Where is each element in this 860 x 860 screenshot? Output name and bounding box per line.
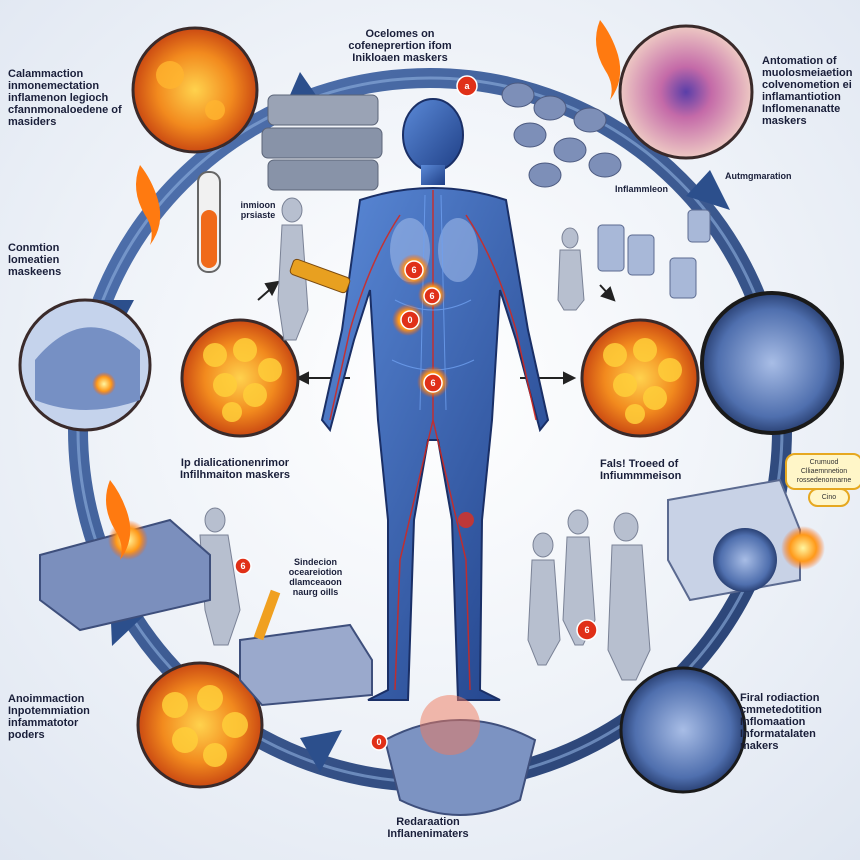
cell-top-left: [131, 26, 259, 154]
cell-mid-right: [700, 291, 844, 435]
label-augmentation: Autmgmaration: [725, 171, 792, 181]
label-top-left: Calammaction inmonemectation inflamenon …: [8, 68, 122, 128]
blue-cell-cluster: [501, 82, 622, 188]
label-bottom-left: Anoimmaction Inpotemmiation infammatotor…: [8, 693, 90, 741]
human-body-figure: [320, 98, 550, 701]
badge-2: 6: [411, 265, 416, 275]
ring-arrow-bottom: [300, 730, 342, 772]
badge-7: 6: [584, 625, 589, 635]
label-center-small: Sindecion oceareiotion dlamceaoon naurg …: [288, 557, 343, 597]
cell-bottom-left: [136, 661, 264, 789]
cell-center-right: [580, 318, 700, 438]
stone-blocks: [261, 94, 383, 191]
badge-6: 6: [240, 561, 245, 571]
label-tube: inmioon prsiaste: [240, 200, 276, 220]
badge-4: 0: [407, 315, 412, 325]
test-tube: [197, 171, 221, 273]
label-inflammation-mid: Inflammleon: [615, 184, 669, 194]
label-bottom-center: Redaraation Inflanenimaters: [387, 816, 469, 840]
badge-5: 6: [430, 378, 435, 388]
ring-arrow-right: [686, 170, 730, 210]
label-top-right: Antomation of muolosmeiaetion colvenomet…: [762, 55, 853, 127]
cell-center-left: [180, 318, 300, 438]
tissue-bowl-bottom: [383, 695, 537, 816]
callout-bubble-small: Cino: [808, 488, 850, 507]
coin-stacks: [597, 209, 711, 299]
label-left-mid: Conmtion lomeatien maskeens: [8, 242, 62, 278]
marker-badges: [234, 75, 598, 751]
center-arrows: [257, 280, 616, 385]
badge-8: 0: [376, 737, 381, 747]
cell-bottom-right: [619, 666, 747, 794]
grey-figures: [199, 197, 651, 681]
badge-3: 6: [429, 291, 434, 301]
label-top-center: Ocelomes on cofeneprertion ifom Inikloae…: [348, 28, 452, 64]
tissue-slab-center: [239, 589, 373, 707]
label-right-mid: Fals! Troeed of Infiummmeison: [600, 458, 682, 482]
label-center-left: Ip dialicationenrimor Infilhmaiton maske…: [179, 457, 291, 481]
cell-mid-left: [18, 298, 152, 432]
flame-icons: [106, 20, 621, 560]
callout-bubble: Crumuod Clliaemnnetion rossedenonnarne: [785, 453, 860, 490]
label-bottom-right: Firal rodiaction cmmetedotition Inflomaa…: [740, 692, 822, 752]
badge-1: a: [464, 81, 470, 91]
syringe: [289, 258, 351, 294]
tissue-blocks-right: [667, 478, 825, 602]
cell-top-right: [618, 24, 754, 160]
